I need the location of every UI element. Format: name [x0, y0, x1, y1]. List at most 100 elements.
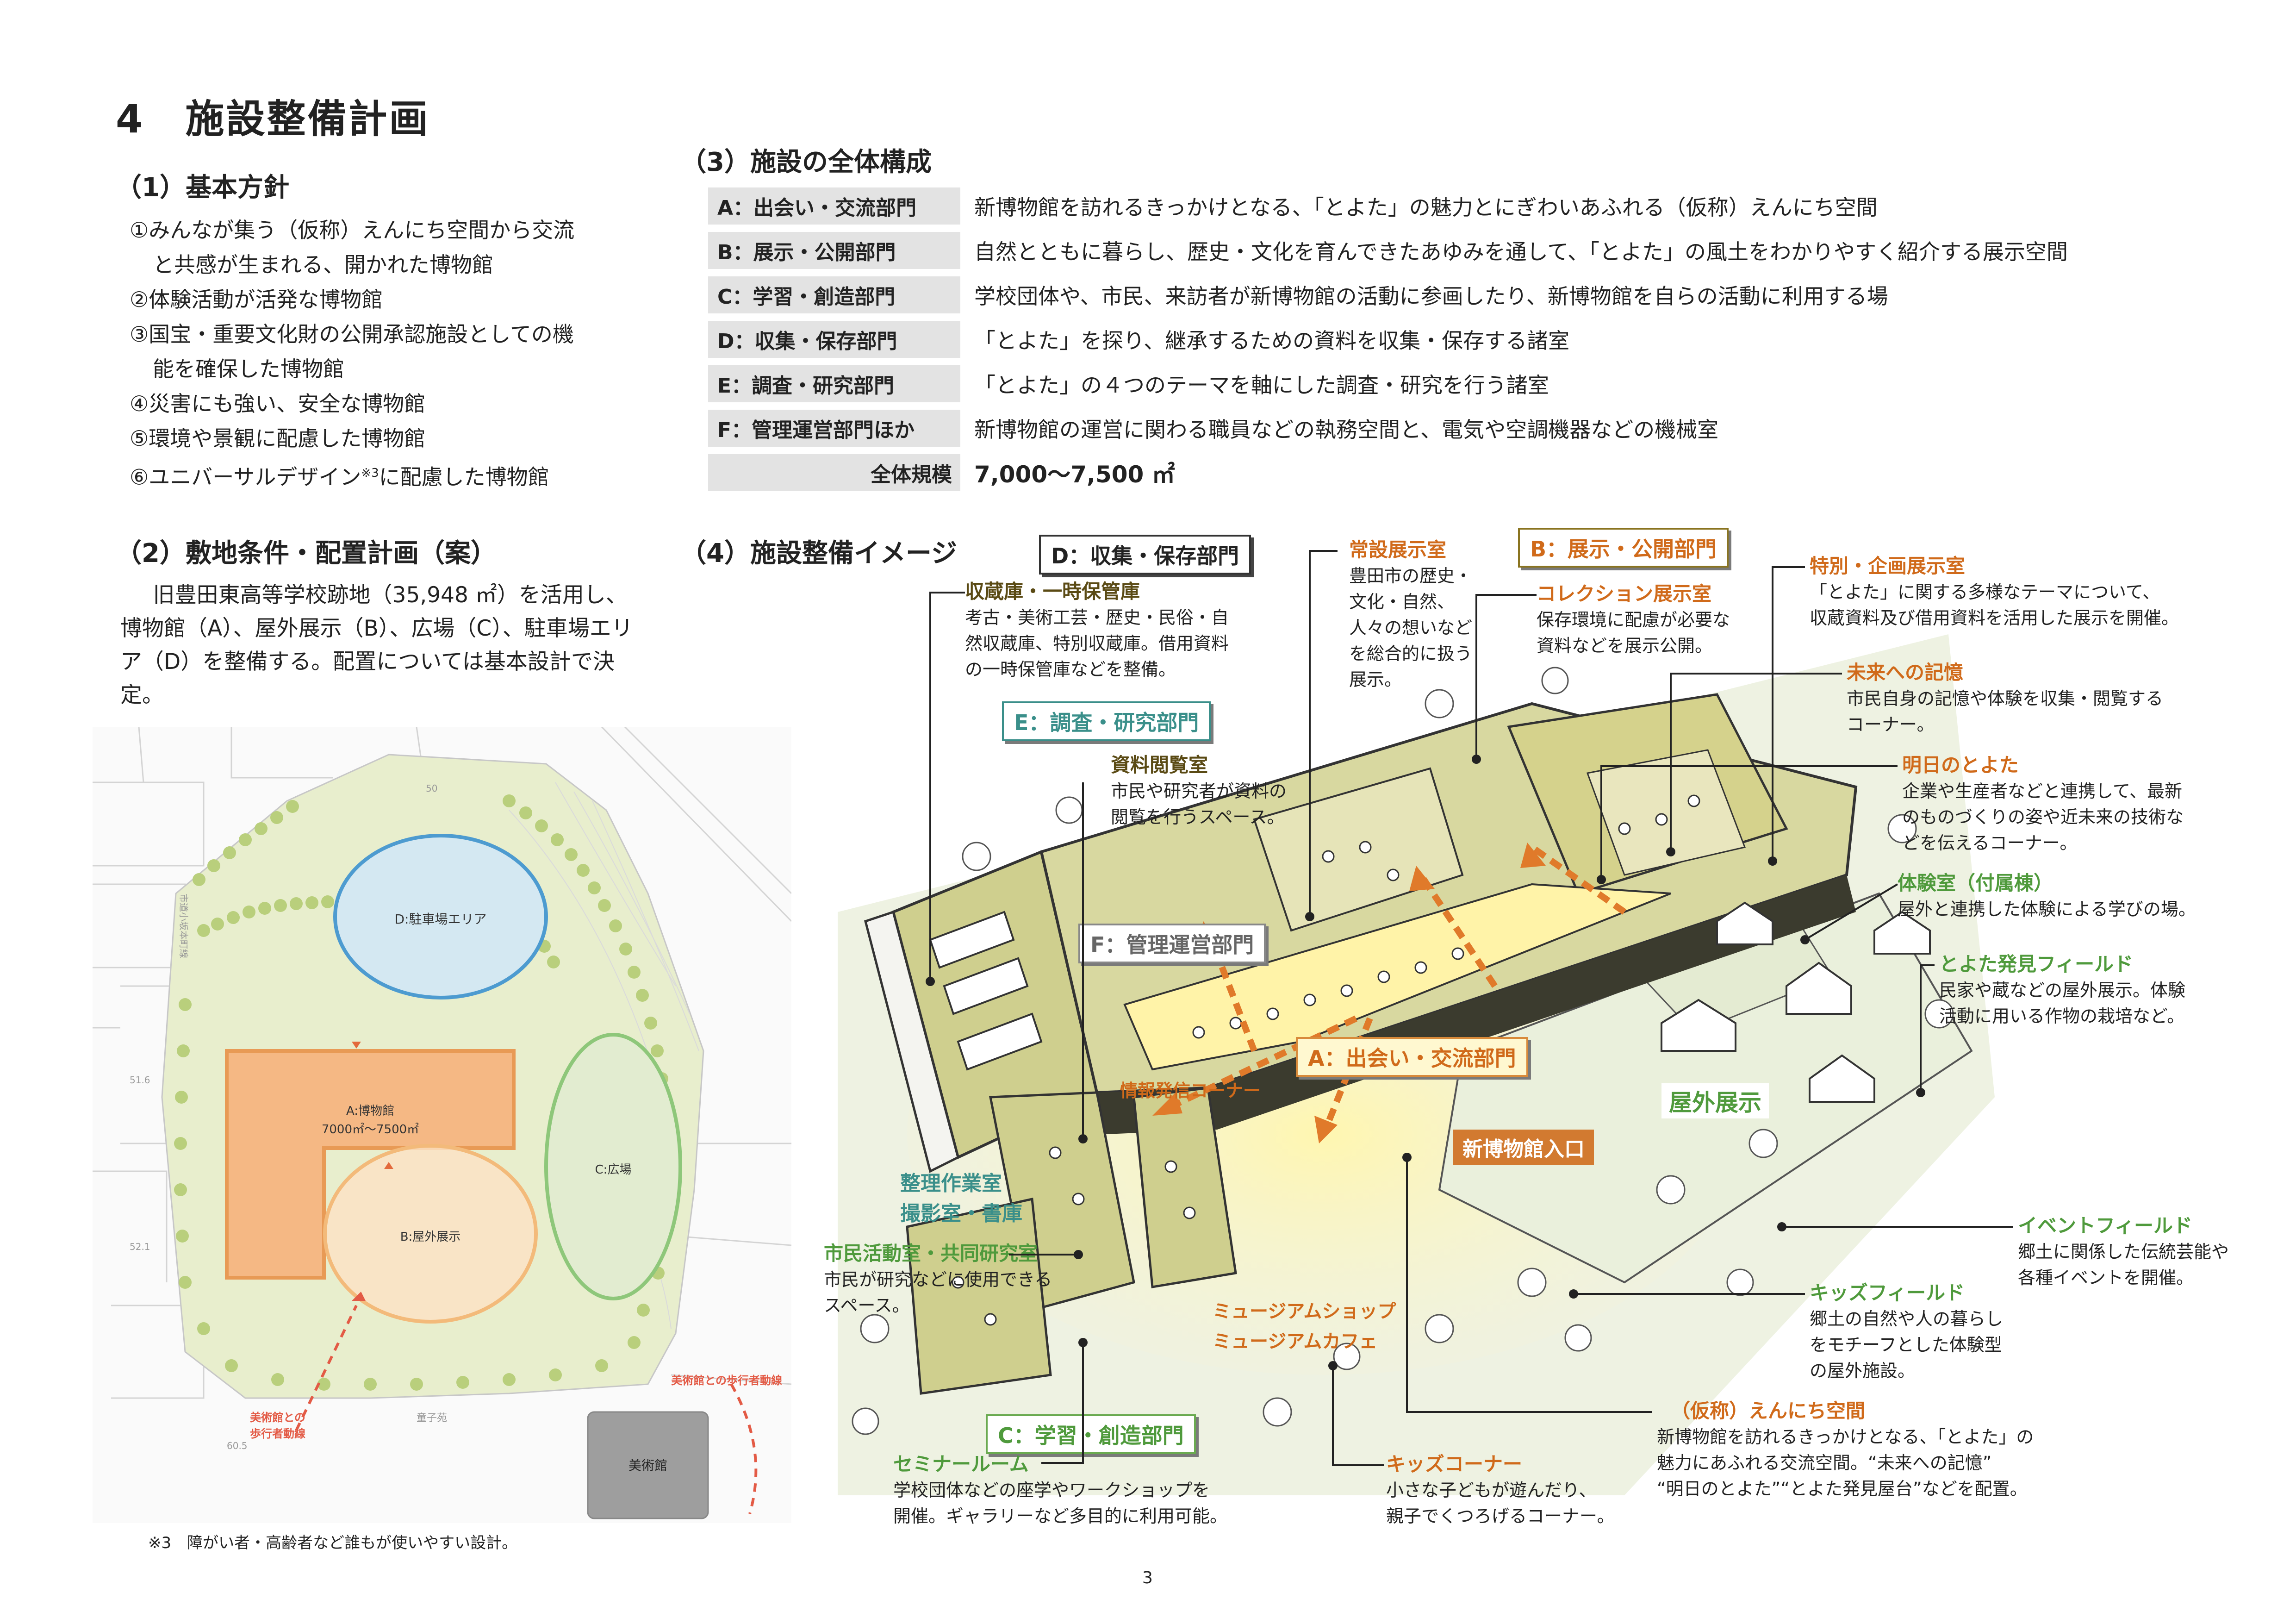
table-row: F：管理運営部門ほか 新博物館の運営に関わる職員などの執務空間と、電気や空調機器…: [708, 410, 2180, 447]
annotation-line: を総合的に扱う: [1349, 643, 1473, 664]
annotation-kids-field: キッズフィールド 郷土の自然や人の暮らし をモチーフとした体験型 の屋外施設。: [1810, 1280, 2003, 1384]
annotation-experience: 体験室（付属棟） 屋外と連携した体験による学びの場。: [1898, 870, 2196, 922]
annotation-title: 資料閲覧室: [1111, 754, 1208, 776]
annotation-title: セミナールーム: [893, 1453, 1029, 1475]
annotation-line: 各種イベントを開催。: [2018, 1268, 2194, 1288]
box-a-ennichi: A：出会い・交流部門: [1296, 1037, 1528, 1077]
section-title: 4 施設整備計画: [116, 96, 430, 142]
annotation-line: 「とよた」に関する多様なテーマについて、: [1810, 582, 2160, 602]
annotation-line: の屋外施設。: [1810, 1361, 1916, 1381]
policy-list: ①みんなが集う（仮称）えんにち空間から交流 と共感が生まれる、開かれた博物館 ②…: [130, 213, 639, 494]
entrance-label: 新博物館入口: [1453, 1130, 1594, 1165]
box-d-storage: D：収集・保存部門: [1039, 535, 1251, 575]
footnote: ※3 障がい者・高齢者など誰もが使いやすい設計。: [148, 1534, 518, 1552]
annotation-event: イベントフィールド 郷土に関係した伝統芸能や 各種イベントを開催。: [2018, 1213, 2229, 1291]
row-desc: 「とよた」を探り、継承するための資料を収集・保存する諸室: [974, 328, 1570, 353]
policy-item-text: ⑥ユニバーサルデザイン: [130, 464, 361, 490]
elev-label: 51.6: [130, 1074, 150, 1086]
row-desc: 「とよた」の４つのテーマを軸にした調査・研究を行う諸室: [974, 373, 1549, 398]
annotation-line: 保存環境に配慮が必要な: [1537, 610, 1730, 630]
annotation-line: どを伝えるコーナー。: [1902, 833, 2078, 853]
policy-item: ④災害にも強い、安全な博物館: [130, 391, 426, 416]
info-corner-label: 情報発信コーナー: [1120, 1081, 1261, 1101]
site-heading: （2）敷地条件・配置計画（案）: [116, 538, 497, 568]
annotation-title: 収蔵庫・一時保管庫: [965, 580, 1140, 603]
total-label: 全体規模: [708, 454, 960, 491]
row-desc: 新博物館を訪れるきっかけとなる、「とよた」の魅力とにぎわいあふれる（仮称）えんに…: [974, 195, 1878, 220]
annotation-title: 未来への記憶: [1847, 661, 1964, 684]
annotation-title: キッズフィールド: [1810, 1281, 1965, 1304]
page-number: 3: [1142, 1568, 1153, 1587]
annotation-line: 考古・美術工芸・歴史・民俗・自: [965, 607, 1229, 628]
row-label: D：収集・保存部門: [708, 321, 960, 358]
row-label: C：学習・創造部門: [708, 276, 960, 313]
image-heading: （4）施設整備イメージ: [680, 538, 957, 568]
annotation-line: をモチーフとした体験型: [1810, 1335, 2002, 1355]
policy-item: と共感が生まれる、開かれた博物館: [153, 252, 493, 277]
annotation-special: 特別・企画展示室 「とよた」に関する多様なテーマについて、 収蔵資料及び借用資料…: [1810, 553, 2179, 631]
annotation-seminar: セミナールーム 学校団体などの座学やワークショップを 開催。ギャラリーなど多目的…: [893, 1451, 1227, 1529]
annotation-collection: コレクション展示室 保存環境に配慮が必要な 資料などを展示公開。: [1537, 581, 1730, 659]
annotation-line: 人々の想いなど: [1349, 618, 1473, 638]
annotation-permanent: 常設展示室 豊田市の歴史・ 文化・自然、 人々の想いなど を総合的に扱う 展示。: [1349, 537, 1472, 693]
annotation-ennichi: （仮称）えんにち空間 新博物館を訪れるきっかけとなる、「とよた」の 魅力にあふれ…: [1657, 1398, 2034, 1502]
annotation-kids-corner: キッズコーナー 小さな子どもが遊んだり、 親子でくつろげるコーナー。: [1386, 1451, 1615, 1529]
annotation-title: コレクション展示室: [1537, 582, 1712, 605]
illustration-svg: [838, 634, 1995, 1495]
row-desc: 学校団体や、市民、来訪者が新博物館の活動に参画したり、新博物館を自らの活動に利用…: [974, 284, 1888, 309]
art-museum-label: 美術館: [628, 1458, 667, 1473]
annotation-title: 特別・企画展示室: [1810, 555, 1966, 577]
museum-label: A:博物館: [346, 1104, 394, 1118]
annotation-title: 市民活動室・共同研究室: [824, 1242, 1038, 1265]
row-label: F：管理運営部門ほか: [708, 410, 960, 447]
box-f-admin: F：管理運営部門: [1078, 924, 1266, 963]
plaza-label: C:広場: [595, 1163, 632, 1177]
photo-room-label: 撮影室・書庫: [900, 1202, 1022, 1225]
outdoor-area: [323, 1144, 538, 1324]
row-label: A：出会い・交流部門: [708, 187, 960, 225]
annotation-line: 屋外と連携した体験による学びの場。: [1898, 899, 2196, 919]
annotation-title: 明日のとよた: [1902, 754, 2019, 776]
annotation-title: キッズコーナー: [1386, 1453, 1523, 1475]
table-row: C：学習・創造部門 学校団体や、市民、来訪者が新博物館の活動に参画したり、新博物…: [708, 276, 2180, 313]
annotation-title: 体験室（付属棟）: [1898, 872, 2053, 894]
museum-area: [225, 1049, 516, 1280]
table-row: E：調査・研究部門 「とよた」の４つのテーマを軸にした調査・研究を行う諸室: [708, 365, 2180, 402]
policy-item: ⑥ユニバーサルデザイン※3に配慮した博物館: [130, 456, 639, 494]
facility-illustration: [838, 634, 1995, 1495]
box-b-exhibit: B：展示・公開部門: [1518, 528, 1729, 568]
table-row: A：出会い・交流部門 新博物館を訪れるきっかけとなる、「とよた」の魅力とにぎわい…: [708, 187, 2180, 225]
annotation-line: 然収蔵庫、特別収蔵庫。借用資料: [965, 633, 1229, 654]
annotation-line: 学校団体などの座学やワークショップを: [893, 1480, 1210, 1500]
policy-item: ①みんなが集う（仮称）えんにち空間から交流: [130, 218, 575, 243]
annotation-reading: 資料閲覧室 市民や研究者が資料の 閲覧を行うスペース。: [1111, 752, 1287, 830]
annotation-line: 閲覧を行うスペース。: [1111, 807, 1285, 827]
annotation-citizen: 市民活動室・共同研究室 市民が研究などに使用できる スペース。: [824, 1241, 1052, 1318]
annotation-line: 展示。: [1349, 669, 1402, 690]
site-text: 旧豊田東高等学校跡地（35,948 ㎡）を活用し、博物館（A）、屋外展示（B）、…: [120, 579, 634, 712]
row-desc: 自然とともに暮らし、歴史・文化を育んできたあゆみを通して、「とよた」の風土をわか…: [974, 239, 2068, 264]
annotation-storage: 収蔵庫・一時保管庫 考古・美術工芸・歴史・民俗・自 然収蔵庫、特別収蔵庫。借用資…: [965, 579, 1229, 682]
elev-label: 60.5: [227, 1440, 248, 1451]
parking-label: D:駐車場エリア: [395, 912, 487, 927]
arrange-room-label: 整理作業室: [900, 1172, 1002, 1195]
walk-route-left-2: 歩行者動線: [250, 1427, 305, 1440]
policy-item-text: に配慮した博物館: [379, 464, 549, 490]
policy-item: 能を確保した博物館: [153, 356, 344, 381]
annotation-line: 郷土に関係した伝統芸能や: [2018, 1242, 2229, 1262]
plaza-area: [544, 1033, 682, 1300]
annotation-line: 収蔵資料及び借用資料を活用した展示を開催。: [1810, 608, 2179, 628]
site-paragraph: 旧豊田東高等学校跡地（35,948 ㎡）を活用し、博物館（A）、屋外展示（B）、…: [120, 582, 633, 708]
annotation-line: 市民自身の記憶や体験を収集・閲覧する: [1847, 688, 2164, 709]
site-plan-map: D:駐車場エリア A:博物館 7000㎡～7500㎡ B:屋外展示 C:広場 美…: [93, 727, 791, 1523]
elev-label: 52.1: [130, 1241, 150, 1252]
total-value: 7,000～7,500 ㎡: [974, 461, 1175, 488]
annotation-memory: 未来への記憶 市民自身の記憶や体験を収集・閲覧する コーナー。: [1847, 660, 2163, 737]
annotation-title: （仮称）えんにち空間: [1671, 1399, 1866, 1422]
annotation-line: の一時保管庫などを整備。: [965, 659, 1176, 680]
annotation-line: 文化・自然、: [1349, 592, 1455, 612]
parking-area: [333, 834, 548, 999]
art-museum: [587, 1411, 709, 1519]
annotation-line: スペース。: [824, 1295, 910, 1316]
outdoor-label: B:屋外展示: [400, 1230, 461, 1244]
